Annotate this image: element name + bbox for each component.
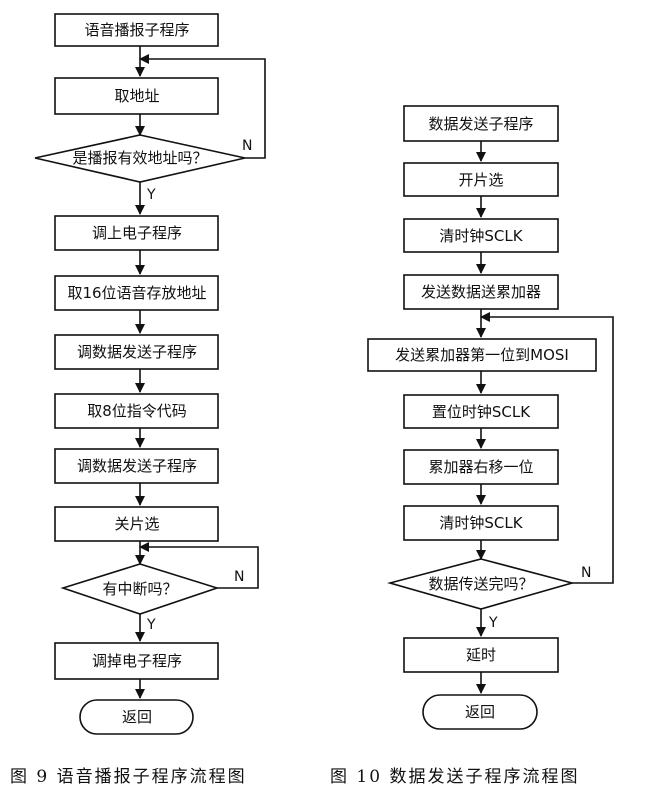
figure-9-branch-labels: Y N Y N <box>146 138 252 633</box>
f9-close-cs-label: 关片选 <box>114 515 159 533</box>
f9-return-label: 返回 <box>122 708 152 726</box>
f10-open-cs-box <box>403 162 559 197</box>
f9-get8-box <box>54 393 219 429</box>
f9-return-terminal <box>79 699 194 735</box>
f10-shift-box <box>403 449 559 485</box>
f9-power-on-label: 调上电子程序 <box>92 224 182 242</box>
f10-delay-box <box>403 637 559 673</box>
f9-send2-label: 调数据发送子程序 <box>77 457 197 475</box>
f9-check-addr-label: 是播报有效地址吗？ <box>72 149 207 167</box>
f9-yes2-label: Y <box>146 617 156 633</box>
f9-get-addr-box <box>54 77 219 115</box>
figure-10-branch-labels: Y N <box>488 565 591 631</box>
f10-yes-label: Y <box>488 615 498 631</box>
f10-shift-label: 累加器右移一位 <box>428 458 533 476</box>
f10-check-done-label: 数据传送完吗？ <box>428 575 533 593</box>
f10-set-clk-label: 置位时钟SCLK <box>432 403 531 421</box>
figure-9 <box>34 13 266 735</box>
f9-get-addr-label: 取地址 <box>114 87 159 105</box>
figure-10-labels: 数据发送子程序 开片选 清时钟SCLK 发送数据送累加器 发送累加器第一位到MO… <box>395 115 569 721</box>
f9-yes1-label: Y <box>146 187 156 203</box>
figure-10-caption: 图 10 数据发送子程序流程图 <box>330 767 580 787</box>
f9-get16-label: 取16位语音存放地址 <box>67 284 206 302</box>
f9-loop-no-1 <box>139 54 266 159</box>
f9-power-off-box <box>54 642 219 680</box>
f10-start-box <box>403 105 559 142</box>
f10-send-acc-label: 发送数据送累加器 <box>421 283 541 301</box>
f9-send1-label: 调数据发送子程序 <box>77 343 197 361</box>
f10-clear-clk2-label: 清时钟SCLK <box>439 514 523 532</box>
f10-no-label: N <box>581 565 591 581</box>
f9-start-label: 语音播报子程序 <box>84 21 189 39</box>
figure-9-caption: 图 9 语音播报子程序流程图 <box>10 767 247 787</box>
f10-clear-clk2-box <box>403 505 559 541</box>
f10-send-bit-label: 发送累加器第一位到MOSI <box>395 346 569 364</box>
f9-check-int-label: 有中断吗？ <box>102 580 177 598</box>
f10-send-bit-box <box>367 338 597 372</box>
f10-clear-clk1-label: 清时钟SCLK <box>439 227 523 245</box>
f10-delay-label: 延时 <box>466 646 496 664</box>
f10-set-clk-box <box>403 394 559 429</box>
f9-get16-box <box>54 275 219 311</box>
figure-10 <box>367 105 614 730</box>
f10-return-label: 返回 <box>465 703 495 721</box>
figure-9-labels: 语音播报子程序 取地址 是播报有效地址吗？ 调上电子程序 取16位语音存放地址 … <box>67 21 207 726</box>
f10-start-label: 数据发送子程序 <box>428 115 533 133</box>
f10-send-acc-box <box>403 274 559 310</box>
f9-no1-label: N <box>242 138 252 154</box>
f10-return-terminal <box>422 694 538 730</box>
f10-check-done-diamond <box>386 558 576 610</box>
f10-clear-clk1-box <box>403 218 559 253</box>
f9-no2-label: N <box>234 569 244 585</box>
f9-power-on-box <box>54 215 219 251</box>
f9-start-box <box>54 13 219 47</box>
f10-loop-no <box>480 312 614 584</box>
f10-open-cs-label: 开片选 <box>458 171 503 189</box>
f9-close-cs-box <box>54 506 219 542</box>
f9-check-int-diamond <box>60 563 220 615</box>
f9-send1-box <box>54 334 219 370</box>
f9-get8-label: 取8位指令代码 <box>87 402 187 420</box>
f9-check-addr-diamond <box>34 134 246 183</box>
f9-power-off-label: 调掉电子程序 <box>92 652 182 670</box>
f9-loop-no-2 <box>139 542 259 589</box>
f9-send2-box <box>54 448 219 484</box>
